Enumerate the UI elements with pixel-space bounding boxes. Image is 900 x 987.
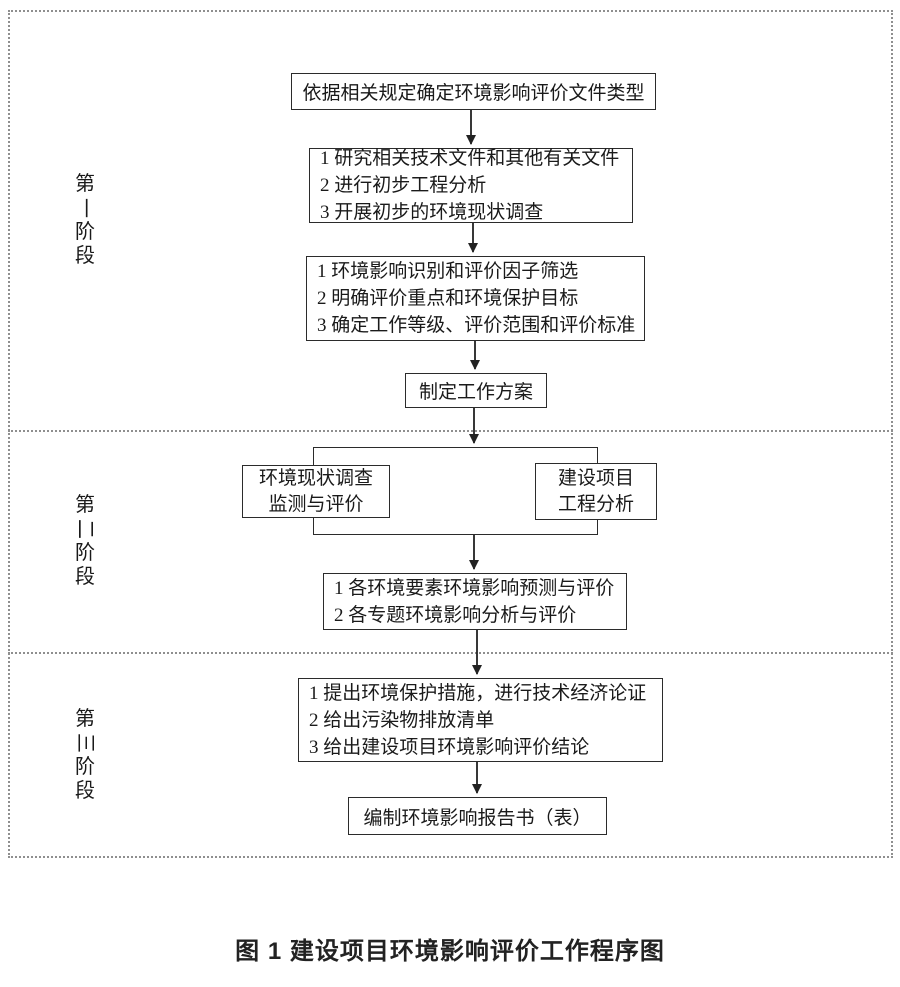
- box-line: 2 各专题环境影响分析与评价: [334, 604, 577, 626]
- box-line: 监测与评价: [268, 493, 364, 515]
- stage-label-text: 第三阶段: [74, 708, 96, 802]
- stage-divider-2: [8, 652, 893, 654]
- stage-label-text: 第二阶段: [74, 494, 96, 588]
- box-line: 建设项目: [557, 467, 634, 489]
- flow-box-identify-and-screen: 1 环境影响识别和评价因子筛选 2 明确评价重点和环境保护目标 3 确定工作等级…: [306, 256, 645, 341]
- flow-box-work-plan: 制定工作方案: [405, 373, 547, 408]
- box-line: 2 进行初步工程分析: [320, 175, 487, 196]
- flow-box-status-survey: 环境现状调查 监测与评价: [242, 465, 390, 518]
- flow-box-conclusions: 1 提出环境保护措施，进行技术经济论证 2 给出污染物排放清单 3 给出建设项目…: [298, 678, 663, 762]
- box-line: 3 确定工作等级、评价范围和评价标准: [317, 315, 636, 336]
- box-text: 依据相关规定确定环境影响评价文件类型: [302, 83, 645, 104]
- stage-label-1: 第一阶段: [55, 10, 115, 430]
- flow-box-determine-doc-type: 依据相关规定确定环境影响评价文件类型: [291, 73, 656, 110]
- figure-caption: 图 1 建设项目环境影响评价工作程序图: [235, 938, 665, 965]
- flow-box-compile-report: 编制环境影响报告书（表）: [348, 797, 607, 835]
- diagram-outer-border: [8, 10, 893, 858]
- box-line: 1 环境影响识别和评价因子筛选: [317, 261, 579, 282]
- flow-box-preliminary-work: 1 研究相关技术文件和其他有关文件 2 进行初步工程分析 3 开展初步的环境现状…: [309, 148, 633, 223]
- flow-box-impact-prediction: 1 各环境要素环境影响预测与评价 2 各专题环境影响分析与评价: [323, 573, 627, 630]
- stage-divider-1: [8, 430, 893, 432]
- flow-box-project-analysis: 建设项目 工程分析: [535, 463, 657, 520]
- stage-label-3: 第三阶段: [55, 652, 115, 858]
- box-text: 制定工作方案: [418, 382, 533, 403]
- box-line: 2 给出污染物排放清单: [309, 709, 495, 731]
- box-line: 1 提出环境保护措施，进行技术经济论证: [309, 682, 647, 704]
- box-line: 3 给出建设项目环境影响评价结论: [309, 736, 590, 758]
- stage-label-2: 第二阶段: [55, 430, 115, 652]
- box-line: 1 研究相关技术文件和其他有关文件: [320, 148, 620, 169]
- box-line: 工程分析: [557, 493, 634, 515]
- box-text: 编制环境影响报告书（表）: [363, 807, 592, 829]
- box-line: 环境现状调查: [258, 467, 373, 489]
- box-line: 3 开展初步的环境现状调查: [320, 202, 544, 223]
- box-line: 2 明确评价重点和环境保护目标: [317, 288, 579, 309]
- box-line: 1 各环境要素环境影响预测与评价: [334, 577, 615, 599]
- stage-label-text: 第一阶段: [74, 173, 96, 267]
